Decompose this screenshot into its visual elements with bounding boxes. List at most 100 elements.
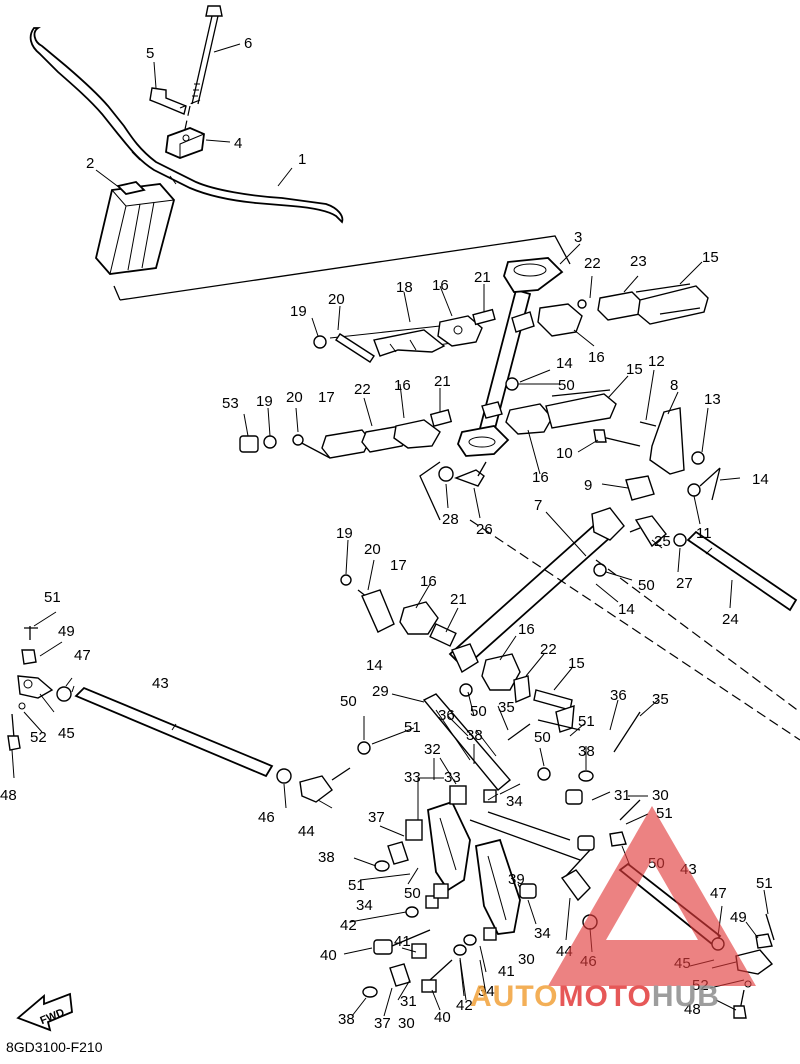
callout-42b: 42 xyxy=(456,997,473,1014)
callout-49b: 49 xyxy=(730,909,747,926)
callout-34b: 34 xyxy=(356,897,373,914)
callout-22a: 22 xyxy=(584,255,601,272)
watermark-moto: MOTO xyxy=(558,980,651,1013)
bushing-31a xyxy=(565,789,583,805)
callout-30b: 30 xyxy=(518,951,535,968)
watermark-auto: AUTO xyxy=(470,980,558,1013)
callout-42a: 42 xyxy=(340,917,357,934)
callout-45a: 45 xyxy=(58,725,75,742)
nut-50a xyxy=(505,377,519,391)
tie-rod-end-44b xyxy=(560,869,591,902)
callout-48b: 48 xyxy=(684,1001,701,1018)
fwd-arrow: FWD xyxy=(16,992,73,1032)
callout-25: 25 xyxy=(654,533,671,550)
callout-16e: 16 xyxy=(420,573,437,590)
bolt-40a xyxy=(373,939,393,955)
callout-51d: 51 xyxy=(348,877,365,894)
callout-21b: 21 xyxy=(434,373,451,390)
callout-31b: 31 xyxy=(400,993,417,1010)
callout-16a: 16 xyxy=(432,277,449,294)
callout-34d: 34 xyxy=(478,983,495,1000)
callout-16b: 16 xyxy=(588,349,605,366)
nut-19a xyxy=(313,335,327,349)
callout-31a: 31 xyxy=(614,787,631,804)
bracket xyxy=(149,87,187,115)
callout-49a: 49 xyxy=(58,623,75,640)
callout-6: 6 xyxy=(244,35,252,52)
callout-24: 24 xyxy=(722,611,739,628)
washer-34d xyxy=(463,934,477,946)
callout-26: 26 xyxy=(476,521,493,538)
callout-35a: 35 xyxy=(498,699,515,716)
bushing-39 xyxy=(519,883,537,899)
callout-36b: 36 xyxy=(610,687,627,704)
watermark-triangle-icon xyxy=(548,806,756,986)
callout-17b: 17 xyxy=(390,557,407,574)
callout-labels: 1 2 3 4 5 6 7 8 9 10 11 12 13 14 14 14 1… xyxy=(0,35,773,1032)
nut-50e xyxy=(537,767,551,781)
callout-14a: 14 xyxy=(556,355,573,372)
callout-16d: 16 xyxy=(532,469,549,486)
holder-16d xyxy=(505,403,553,435)
callout-41b: 41 xyxy=(498,963,515,980)
callout-14b: 14 xyxy=(752,471,769,488)
cross-shaft-group xyxy=(448,507,800,741)
callout-22b: 22 xyxy=(354,381,371,398)
tie-rod-end-26 xyxy=(419,461,487,521)
collar-34c xyxy=(483,927,497,941)
tie-rod-24 xyxy=(686,530,798,612)
callout-36a: 36 xyxy=(438,707,455,724)
callout-28: 28 xyxy=(442,511,459,528)
long-bolt xyxy=(191,5,223,105)
watermark-hub: HUB xyxy=(652,980,720,1013)
bracket-18 xyxy=(373,329,446,357)
callout-51c: 51 xyxy=(578,713,595,730)
callout-10: 10 xyxy=(556,445,573,462)
nut-50d xyxy=(459,683,473,697)
handle-holder-upper xyxy=(165,127,205,159)
callout-16c: 16 xyxy=(394,377,411,394)
callout-44a: 44 xyxy=(298,823,315,840)
handlebar xyxy=(29,27,344,224)
handle-holder-lower xyxy=(95,181,175,275)
callout-19b: 19 xyxy=(256,393,273,410)
pitman-arm-30 xyxy=(475,838,521,935)
callout-38a: 38 xyxy=(318,849,335,866)
collar-34b xyxy=(483,789,497,803)
callout-50d: 50 xyxy=(470,703,487,720)
callout-12: 12 xyxy=(648,353,665,370)
callout-38d: 38 xyxy=(338,1011,355,1028)
holder-16c xyxy=(393,419,441,449)
bolt-37a xyxy=(387,841,409,865)
callout-40a: 40 xyxy=(320,947,337,964)
link-plate-15c xyxy=(533,689,573,711)
callout-19a: 19 xyxy=(290,303,307,320)
link-plate-15b xyxy=(545,393,617,429)
callout-21a: 21 xyxy=(474,269,491,286)
callout-4: 4 xyxy=(234,135,242,152)
washer-38b xyxy=(578,770,594,782)
nut-50f xyxy=(609,831,627,847)
nut-49a xyxy=(21,649,37,665)
washer-38a xyxy=(374,860,390,872)
collar-33a xyxy=(405,819,423,841)
link-17a xyxy=(321,429,371,459)
column-top-flange xyxy=(503,257,564,293)
callout-33b: 33 xyxy=(444,769,461,786)
collar-21c xyxy=(429,623,457,647)
callout-47b: 47 xyxy=(710,885,727,902)
callout-51f: 51 xyxy=(756,875,773,892)
callout-30c: 30 xyxy=(398,1015,415,1032)
pin-51a xyxy=(24,626,38,640)
nut-27 xyxy=(673,533,687,547)
bolt-37b xyxy=(389,963,411,987)
callout-14d: 14 xyxy=(366,657,383,674)
nut-19c xyxy=(340,574,352,586)
callout-30a: 30 xyxy=(652,787,669,804)
watermark-text: AUTOMOTOHUB xyxy=(470,980,720,1013)
callout-3: 3 xyxy=(574,229,582,246)
callout-34a: 34 xyxy=(506,793,523,810)
washer-42b xyxy=(453,944,467,956)
bolt-40b xyxy=(429,959,453,981)
